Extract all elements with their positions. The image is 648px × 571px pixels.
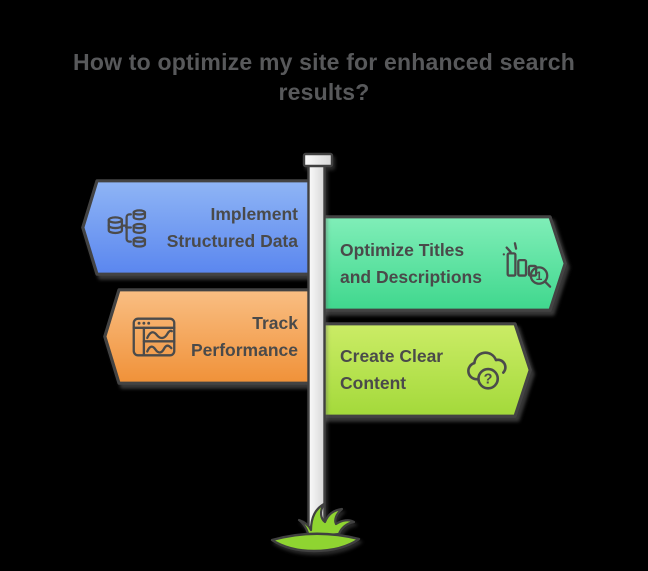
sign-label-line2: and Descriptions <box>340 266 482 287</box>
seo-rank-search-icon: 1 <box>502 241 552 288</box>
sign-label-line2: Structured Data <box>166 230 298 251</box>
sign-label-line1: Track <box>252 312 298 333</box>
analytics-window-icon <box>132 317 176 356</box>
sign-arrow-shape <box>81 179 315 276</box>
sign-content: Track Performance <box>103 288 315 385</box>
sign-label: Track Performance <box>190 310 298 364</box>
sign-create-clear-content: Create Clear Content ? <box>318 322 532 418</box>
sign-optimize-titles-and-descriptions: Optimize Titles and Descriptions 1 <box>318 215 567 312</box>
grass-tuft <box>297 502 356 539</box>
sign-label-line1: Implement <box>210 203 298 224</box>
sign-content: Optimize Titles and Descriptions 1 <box>318 215 567 312</box>
cloud-question-icon: ? <box>467 351 507 390</box>
sign-label-line2: Content <box>340 373 407 393</box>
grass-mound <box>270 532 361 553</box>
sign-label: Implement Structured Data <box>161 201 298 255</box>
sign-label: Optimize Titles and Descriptions <box>340 237 490 291</box>
sign-implement-structured-data: Implement Structured Data <box>81 179 315 276</box>
sign-label-line1: Optimize Titles <box>340 239 465 260</box>
sign-label-line1: Create Clear <box>340 346 444 366</box>
rank-number-label: 1 <box>536 268 543 282</box>
sign-content: Implement Structured Data <box>81 179 315 276</box>
pole-cap <box>302 152 334 168</box>
sign-label-line2: Performance <box>191 339 298 360</box>
page-title: How to optimize my site for enhanced sea… <box>0 47 648 107</box>
page-title-line1: How to optimize my site for enhanced sea… <box>73 49 575 75</box>
sign-content: Create Clear Content ? <box>318 322 532 418</box>
structured-data-icon <box>107 209 147 248</box>
sign-track-performance: Track Performance <box>103 288 315 385</box>
page-title-line2: results? <box>278 79 370 105</box>
question-mark-label: ? <box>484 372 493 388</box>
sign-arrow-shape <box>103 288 315 385</box>
sign-label: Create Clear Content <box>340 343 455 397</box>
